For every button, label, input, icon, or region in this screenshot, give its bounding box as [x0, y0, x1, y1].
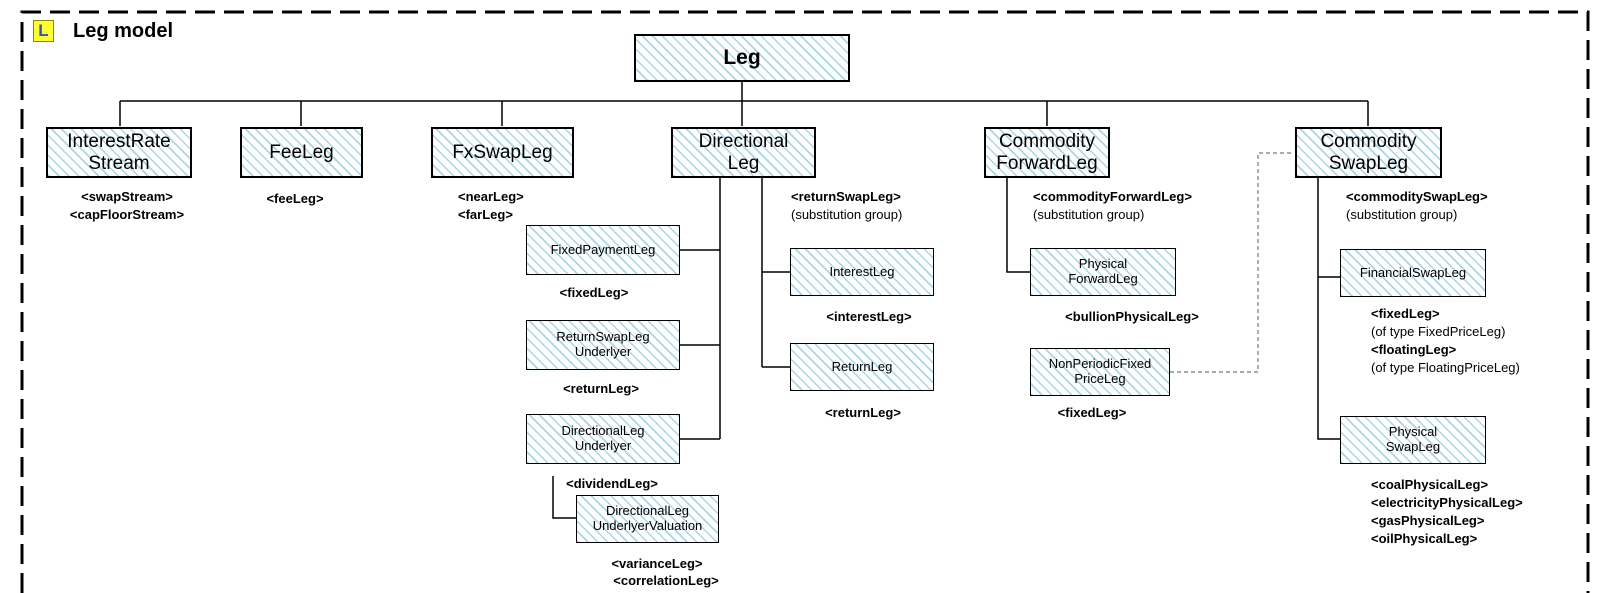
- l-badge-icon: L: [33, 20, 54, 42]
- label-cap-floor-stream: <capFloorStream>: [69, 207, 185, 222]
- box-commodity-swap-leg[interactable]: Commodity SwapLeg: [1295, 127, 1442, 178]
- box-directional-leg[interactable]: Directional Leg: [671, 127, 816, 178]
- label-near-leg: <nearLeg>: [458, 189, 524, 204]
- label-variance-leg: <varianceLeg>: [611, 556, 703, 571]
- label-interest-leg: <interestLeg>: [826, 309, 912, 324]
- label-commodity-swap-leg: <commoditySwapLeg>: [1346, 189, 1488, 204]
- label-of-type-floating-price-leg: (of type FloatingPriceLeg): [1371, 360, 1520, 375]
- label-fee-leg: <feeLeg>: [266, 191, 324, 206]
- box-directional-leg-underlyer[interactable]: DirectionalLeg Underlyer: [526, 414, 680, 464]
- label-gas-physical-leg: <gasPhysicalLeg>: [1371, 513, 1485, 528]
- connector-dashed-nonperiodic: [1170, 152, 1293, 373]
- box-interest-rate-stream[interactable]: InterestRate Stream: [46, 127, 192, 178]
- label-correlation-leg: <correlationLeg>: [613, 573, 719, 588]
- connector-commodity-swap-trunk: [1317, 178, 1340, 440]
- label-far-leg: <farLeg>: [458, 207, 513, 222]
- label-return-leg-directional: <returnLeg>: [563, 381, 639, 396]
- label-of-type-fixed-price-leg: (of type FixedPriceLeg): [1371, 324, 1506, 339]
- box-interest-leg[interactable]: InterestLeg: [790, 248, 934, 296]
- label-fixed-leg-directional: <fixedLeg>: [559, 285, 629, 300]
- box-return-leg[interactable]: ReturnLeg: [790, 343, 934, 391]
- label-fixed-leg-swap: <fixedLeg>: [1371, 306, 1440, 321]
- box-physical-swap-leg[interactable]: Physical SwapLeg: [1340, 416, 1486, 464]
- label-coal-physical-leg: <coalPhysicalLeg>: [1371, 477, 1489, 492]
- label-fixed-leg-forward: <fixedLeg>: [1057, 405, 1127, 420]
- box-directional-leg-underlyer-valuation[interactable]: DirectionalLeg UnderlyerValuation: [576, 495, 719, 543]
- box-return-swap-leg-underlyer[interactable]: ReturnSwapLeg Underlyer: [526, 320, 680, 370]
- label-swap-stream: <swapStream>: [81, 189, 173, 204]
- label-floating-leg: <floatingLeg>: [1371, 342, 1457, 357]
- label-bullion-physical-leg: <bullionPhysicalLeg>: [1065, 309, 1199, 324]
- connector-underlyer-valuation: [552, 476, 576, 519]
- box-fixed-payment-leg[interactable]: FixedPaymentLeg: [526, 225, 680, 275]
- frame-border: [20, 10, 1590, 593]
- label-return-leg: <returnLeg>: [825, 405, 901, 420]
- label-substitution-group-forward: (substitution group): [1033, 207, 1145, 222]
- connector-to-physical-forward-leg: [1006, 178, 1030, 273]
- label-commodity-forward-leg: <commodityForwardLeg>: [1033, 189, 1192, 204]
- box-commodity-forward-leg[interactable]: Commodity ForwardLeg: [984, 127, 1110, 178]
- label-electricity-physical-leg: <electricityPhysicalLeg>: [1371, 495, 1523, 510]
- label-return-swap-leg: <returnSwapLeg>: [791, 189, 901, 204]
- box-non-periodic-fixed-price-leg[interactable]: NonPeriodicFixed PriceLeg: [1030, 348, 1170, 396]
- title-text: Leg model: [73, 20, 174, 42]
- label-dividend-leg: <dividendLeg>: [566, 476, 658, 491]
- box-leg[interactable]: Leg: [634, 34, 850, 82]
- label-oil-physical-leg: <oilPhysicalLeg>: [1371, 531, 1478, 546]
- box-fx-swap-leg[interactable]: FxSwapLeg: [431, 127, 574, 178]
- box-fee-leg[interactable]: FeeLeg: [240, 127, 363, 178]
- box-financial-swap-leg[interactable]: FinancialSwapLeg: [1340, 249, 1486, 297]
- box-physical-forward-leg[interactable]: Physical ForwardLeg: [1030, 248, 1176, 296]
- label-substitution-group-directional: (substitution group): [791, 207, 903, 222]
- label-substitution-group-swap: (substitution group): [1346, 207, 1458, 222]
